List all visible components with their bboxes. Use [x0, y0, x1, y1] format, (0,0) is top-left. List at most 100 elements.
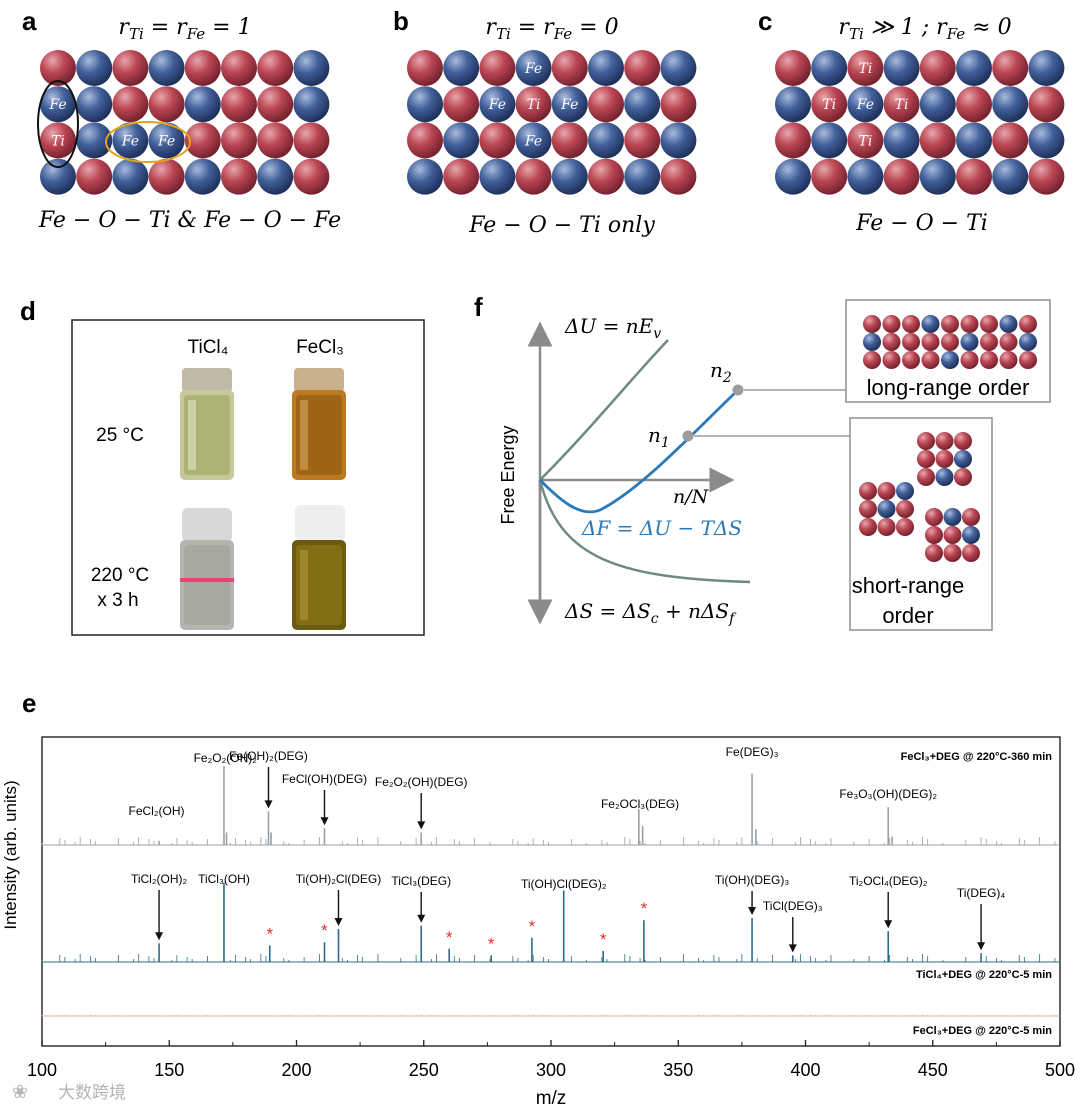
- fe-atom: [293, 50, 330, 86]
- peak-annotation: FeCl₂(OH): [129, 804, 185, 818]
- ti-atom: [443, 158, 480, 195]
- fe-atom: [863, 333, 881, 351]
- ti-atom: [859, 518, 877, 536]
- vial-row-label-25c: 25 °C: [96, 425, 144, 446]
- series-name: FeCl₃+DEG @ 220°C-360 min: [901, 751, 1053, 763]
- atom-label: Ti: [858, 61, 872, 77]
- fe-atom: [184, 86, 221, 123]
- peak-annotation: Ti(OH)Cl(DEG)₂: [521, 877, 607, 891]
- fe-atom: [847, 86, 884, 123]
- fe-atom: [941, 351, 959, 369]
- highlight-ellipse-fe-ti: [37, 80, 79, 168]
- ti-atom: [112, 86, 149, 123]
- fe-atom: [960, 333, 979, 351]
- ti-atom: [407, 50, 443, 86]
- annotation-arrow-head: [977, 942, 986, 951]
- peak-annotation: Fe(DEG)₃: [726, 745, 779, 759]
- fe-atom: [992, 86, 1029, 123]
- ti-atom: [921, 351, 940, 369]
- fe-atom: [1019, 333, 1037, 351]
- ti-atom: [859, 482, 877, 500]
- peak-annotation: Fe₂O₂(OH)(DEG): [375, 775, 468, 789]
- ti-atom: [588, 86, 624, 123]
- ti-atom: [941, 315, 959, 333]
- panel-f: f Free Energy ΔU = nEv ΔS = ΔSc + nΔSf Δ…: [474, 292, 1051, 631]
- fe-atom: [257, 158, 294, 195]
- f-ylabel: Free Energy: [498, 425, 518, 524]
- atom-label: Fe: [48, 97, 66, 113]
- ti-atom: [479, 50, 516, 86]
- ti-atom: [847, 50, 884, 86]
- ti-atom: [917, 450, 935, 468]
- asterisk-marker: *: [266, 925, 273, 944]
- fe-atom: [588, 50, 624, 86]
- ti-atom: [257, 86, 294, 123]
- panel-b-letter: b: [393, 6, 409, 36]
- delta-s-label: ΔS = ΔSc + nΔSf: [564, 599, 737, 627]
- peak-annotation: TiCl₂(OH)₂: [131, 872, 188, 886]
- ti-atom: [148, 158, 185, 195]
- ti-atom: [980, 315, 998, 333]
- ti-atom: [954, 468, 972, 486]
- panel-c-letter: c: [758, 6, 772, 36]
- panel-b-title: rTi = rFe = 0: [485, 15, 618, 43]
- ti-atom: [992, 50, 1029, 86]
- ti-atom: [775, 122, 811, 159]
- ti-atom: [877, 518, 896, 536]
- fe-atom: [992, 158, 1029, 195]
- panel-c-bottom: Fe − O − Ti: [855, 211, 988, 236]
- atom-label: Fe: [121, 133, 139, 149]
- atom-label: Ti: [858, 133, 872, 149]
- spectrum-frame: [41, 736, 1061, 1047]
- peak-annotation: Ti(OH)₂Cl(DEG): [296, 872, 382, 886]
- ti-atom: [588, 158, 624, 195]
- vial-ticl4-25c: [180, 368, 234, 480]
- annotation-arrow-head: [264, 800, 273, 809]
- panel-d-letter: d: [20, 296, 36, 326]
- ti-atom: [877, 482, 896, 500]
- fe-atom: [551, 158, 588, 195]
- ti-atom: [76, 158, 113, 195]
- fe-atom: [921, 315, 940, 333]
- asterisk-marker: *: [529, 917, 536, 936]
- ti-atom: [992, 122, 1029, 159]
- fe-atom: [811, 50, 848, 86]
- ti-atom: [902, 315, 920, 333]
- peak-annotation: Fe₂O₂(OH)₂: [194, 751, 258, 765]
- peak-annotation: Fe₂OCl₃(DEG): [601, 797, 679, 811]
- ti-atom: [221, 122, 257, 159]
- fe-atom: [443, 122, 480, 159]
- x-tick-label: 200: [281, 1060, 311, 1080]
- watermark: ❀ 大数跨境: [12, 1082, 126, 1103]
- fe-atom: [877, 500, 896, 518]
- ti-atom: [962, 508, 980, 526]
- ti-atom: [962, 544, 980, 562]
- ti-atom: [882, 351, 901, 369]
- watermark-logo-icon: ❀: [12, 1082, 28, 1103]
- fe-atom: [184, 158, 221, 195]
- ti-atom: [919, 122, 956, 159]
- n1-point: [682, 430, 694, 442]
- vial-row-label-3h: x 3 h: [97, 590, 138, 611]
- fe-atom: [407, 158, 443, 195]
- ti-atom: [293, 158, 330, 195]
- ti-atom: [896, 518, 914, 536]
- ti-atom: [919, 50, 956, 86]
- short-range-label-1: short-range: [852, 573, 965, 598]
- panel-b-bottom: Fe − O − Ti only: [468, 213, 655, 238]
- ti-atom: [551, 50, 588, 86]
- ti-atom: [960, 351, 979, 369]
- ti-atom: [221, 158, 257, 195]
- fe-atom: [443, 50, 480, 86]
- watermark-text: 大数跨境: [58, 1083, 126, 1102]
- ti-atom: [1019, 351, 1037, 369]
- ti-atom: [882, 333, 901, 351]
- fe-atom: [588, 122, 624, 159]
- ti-atom: [925, 544, 943, 562]
- panel-c-title: rTi ≫ 1 ; rFe ≈ 0: [838, 15, 1011, 43]
- atom-label: Fe: [524, 133, 542, 149]
- panel-a-letter: a: [22, 6, 37, 36]
